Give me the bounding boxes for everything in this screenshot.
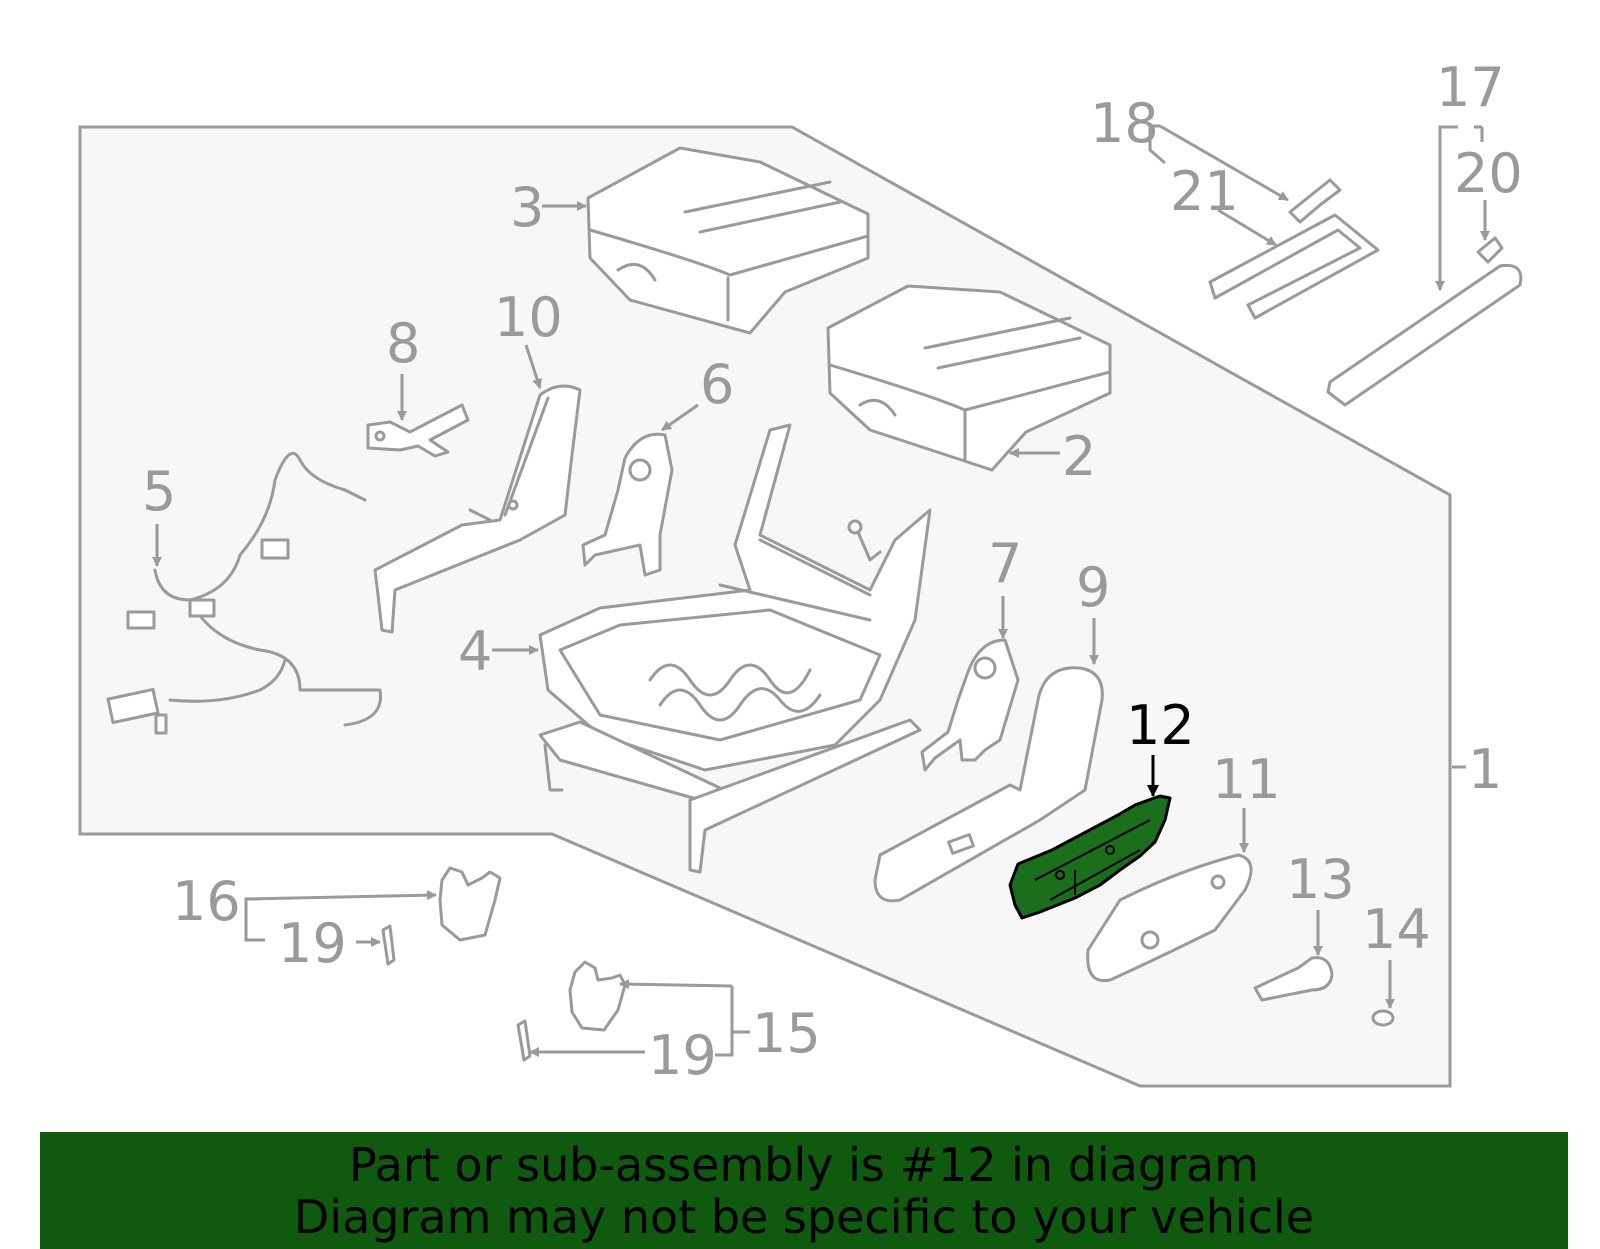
part-4-seat-frame xyxy=(538,423,932,874)
callout-5: 5 xyxy=(142,460,176,523)
part-9-outer-shield xyxy=(873,666,1104,903)
callout-13: 13 xyxy=(1286,848,1355,911)
part-15-cover xyxy=(568,960,627,1032)
part-18-clip xyxy=(1288,178,1342,224)
callout-4: 4 xyxy=(458,620,492,683)
part-info-banner: Part or sub-assembly is #12 in diagram D… xyxy=(40,1132,1568,1249)
part-5-wiring-harness xyxy=(106,451,383,735)
part-2-cushion-pad xyxy=(826,284,1112,472)
callout-18: 18 xyxy=(1090,92,1159,155)
callout-8: 8 xyxy=(386,312,420,375)
callout-11: 11 xyxy=(1212,748,1281,811)
callout-14: 14 xyxy=(1362,898,1431,961)
callout-1: 1 xyxy=(1468,738,1502,801)
part-13-handle xyxy=(1253,956,1334,1002)
callout-12: 12 xyxy=(1126,694,1195,757)
callout-16: 16 xyxy=(172,870,241,933)
banner-line-2: Diagram may not be specific to your vehi… xyxy=(293,1189,1315,1244)
callout-21: 21 xyxy=(1170,160,1239,223)
part-19-clip xyxy=(381,924,396,966)
callout-2: 2 xyxy=(1062,425,1096,488)
callout-20: 20 xyxy=(1454,142,1523,205)
part-6-recliner-cover xyxy=(581,432,674,577)
callout-17: 17 xyxy=(1436,56,1505,119)
callout-9: 9 xyxy=(1076,556,1110,619)
callout-19-b: 19 xyxy=(648,1024,717,1087)
banner-line-1: Part or sub-assembly is #12 in diagram xyxy=(349,1137,1259,1192)
part-14-cap xyxy=(1371,1009,1395,1027)
part-17-track-cover xyxy=(1326,263,1523,407)
part-11-trim-cover xyxy=(1086,853,1253,983)
part-12-highlighted xyxy=(1008,794,1172,920)
part-7-recliner-cover xyxy=(920,638,1020,772)
part-8-bracket xyxy=(366,403,470,458)
part-16-cover xyxy=(438,866,502,942)
callout-3: 3 xyxy=(510,176,544,239)
part-19-clip xyxy=(516,1019,532,1062)
seat-parts-diagram: 1 2 3 4 5 6 7 8 9 10 11 12 13 14 15 16 1… xyxy=(78,56,1523,1088)
part-3-cushion-pad xyxy=(586,146,870,335)
callout-15: 15 xyxy=(752,1002,821,1065)
callout-19-a: 19 xyxy=(278,912,347,975)
part-10-side-shield xyxy=(373,384,582,634)
callout-7: 7 xyxy=(988,532,1022,595)
callout-10: 10 xyxy=(494,286,563,349)
leader-lines xyxy=(152,124,1490,1057)
callout-6: 6 xyxy=(700,353,734,416)
part-20-clip xyxy=(1476,236,1504,264)
part-21-track-cover xyxy=(1208,213,1380,320)
